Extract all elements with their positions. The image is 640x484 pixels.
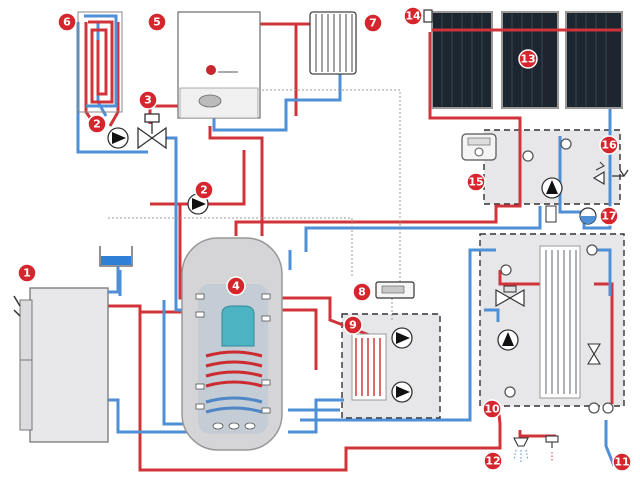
badge-15: 15 bbox=[466, 172, 486, 192]
badge-12: 12 bbox=[483, 451, 503, 471]
badge-4: 4 bbox=[226, 276, 246, 296]
tap-outlet bbox=[545, 435, 559, 462]
badge-8: 8 bbox=[352, 282, 372, 302]
open-expansion-tank bbox=[99, 246, 133, 294]
svg-text:14: 14 bbox=[405, 10, 421, 23]
svg-text:8: 8 bbox=[358, 286, 366, 299]
svg-text:12: 12 bbox=[485, 455, 500, 468]
svg-text:6: 6 bbox=[63, 16, 71, 29]
wall-gas-boiler[interactable] bbox=[177, 11, 261, 119]
flow-meter bbox=[545, 205, 557, 223]
badge-2-boiler: 2 bbox=[194, 180, 214, 200]
fw-gauge-5 bbox=[602, 402, 614, 414]
svg-text:16: 16 bbox=[601, 139, 617, 152]
plate-exchanger-small bbox=[351, 333, 387, 401]
solar-controller[interactable] bbox=[461, 133, 497, 161]
svg-text:17: 17 bbox=[601, 210, 616, 223]
drain-outlet bbox=[612, 169, 629, 178]
svg-text:4: 4 bbox=[232, 280, 240, 293]
svg-text:7: 7 bbox=[369, 17, 377, 30]
badge-7: 7 bbox=[363, 13, 383, 33]
svg-text:3: 3 bbox=[144, 94, 152, 107]
badge-1: 1 bbox=[17, 263, 37, 283]
svg-text:5: 5 bbox=[153, 16, 161, 29]
fw-gauge-4 bbox=[588, 402, 600, 414]
badge-3: 3 bbox=[138, 90, 158, 110]
svg-text:10: 10 bbox=[484, 403, 500, 416]
badge-14: 14 bbox=[403, 6, 423, 26]
expansion-vessel[interactable] bbox=[579, 207, 597, 225]
control-unit[interactable] bbox=[375, 281, 415, 299]
svg-text:15: 15 bbox=[468, 176, 483, 189]
badge-9: 9 bbox=[343, 315, 363, 335]
mixing-valve[interactable] bbox=[137, 113, 167, 150]
collector-sensor bbox=[423, 9, 433, 23]
fw-gauge-2 bbox=[586, 244, 598, 256]
storage-tank[interactable] bbox=[181, 237, 283, 451]
svg-text:9: 9 bbox=[349, 319, 357, 332]
svg-text:13: 13 bbox=[520, 53, 535, 66]
solar-station-pump[interactable] bbox=[541, 177, 563, 199]
solar-gauge-2 bbox=[560, 138, 572, 150]
plate-exchanger-large bbox=[539, 245, 581, 399]
radiator[interactable] bbox=[309, 11, 357, 75]
badge-13: 13 bbox=[518, 49, 538, 69]
fresh-water-pump[interactable] bbox=[497, 329, 519, 351]
svg-text:2: 2 bbox=[200, 184, 208, 197]
badge-17: 17 bbox=[599, 206, 619, 226]
svg-text:11: 11 bbox=[614, 456, 629, 469]
module-pump-upper[interactable] bbox=[391, 327, 413, 349]
badge-10: 10 bbox=[482, 399, 502, 419]
circulation-pump-floor[interactable] bbox=[107, 127, 129, 149]
fw-gauge-3 bbox=[504, 386, 516, 398]
fresh-water-valve bbox=[587, 343, 601, 365]
shower-outlet bbox=[513, 437, 529, 462]
fw-gauge-1 bbox=[500, 264, 512, 276]
solar-collectors[interactable] bbox=[431, 11, 623, 109]
fresh-water-mixer[interactable] bbox=[495, 285, 525, 308]
badge-2-floor: 2 bbox=[87, 114, 107, 134]
badge-6: 6 bbox=[57, 12, 77, 32]
badge-16: 16 bbox=[599, 135, 619, 155]
badge-11: 11 bbox=[612, 452, 632, 472]
solid-fuel-boiler[interactable] bbox=[13, 287, 109, 443]
svg-text:2: 2 bbox=[93, 118, 101, 131]
svg-text:1: 1 bbox=[23, 267, 31, 280]
solar-gauge-1 bbox=[522, 150, 534, 162]
underfloor-heating-coil bbox=[77, 11, 123, 113]
badge-5: 5 bbox=[147, 12, 167, 32]
module-pump-lower[interactable] bbox=[391, 381, 413, 403]
safety-valve bbox=[592, 161, 605, 186]
